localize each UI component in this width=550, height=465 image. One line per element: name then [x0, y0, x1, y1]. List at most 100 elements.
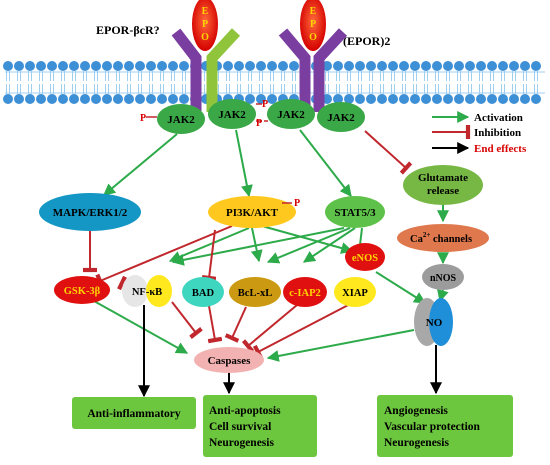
phospho-groups — [146, 103, 268, 122]
svg-text:STAT5/3: STAT5/3 — [334, 207, 376, 219]
lipid-head — [36, 61, 46, 71]
svg-text:JAK2: JAK2 — [218, 109, 246, 121]
lipid-head — [267, 61, 277, 71]
svg-text:Vascular protection: Vascular protection — [384, 421, 481, 433]
lipid-head — [487, 61, 497, 71]
nnos-node: nNOS — [422, 264, 464, 290]
outcome-angiogenesis: Angiogenesis Vascular protection Neuroge… — [377, 395, 513, 457]
epo-ligand-right: E P O — [300, 0, 326, 51]
phospho-label: P — [294, 198, 300, 209]
lipid-head — [531, 61, 541, 71]
epo-letter: O — [309, 32, 317, 43]
lipid-head — [102, 94, 112, 104]
lipid-head — [333, 94, 343, 104]
lipid-head — [443, 94, 453, 104]
lipid-head — [476, 61, 486, 71]
bad-node: BAD — [182, 277, 224, 307]
lipid-head — [58, 61, 68, 71]
nf-kb-node: NF-κB — [122, 275, 172, 307]
lipid-head — [355, 94, 365, 104]
lipid-head — [124, 61, 134, 71]
activation-arrows — [84, 129, 449, 362]
lipid-head — [432, 94, 442, 104]
svg-text:Angiogenesis: Angiogenesis — [384, 405, 448, 417]
lipid-head — [410, 94, 420, 104]
lipid-head — [157, 94, 167, 104]
lipid-head — [454, 94, 464, 104]
outcome-anti-inflammatory: Anti-inflammatory — [72, 397, 196, 429]
lipid-head — [91, 61, 101, 71]
lipid-head — [333, 61, 343, 71]
lipid-head — [498, 94, 508, 104]
lipid-head — [113, 61, 123, 71]
receptor-right — [278, 28, 348, 112]
lipid-head — [487, 94, 497, 104]
glutamate-release-node: Glutamate release — [403, 165, 483, 205]
lipid-head — [465, 61, 475, 71]
epo-letter: P — [310, 19, 316, 30]
xiap-node: XIAP — [334, 277, 376, 307]
stat-node: STAT5/3 — [325, 196, 385, 228]
receptor-left — [171, 28, 241, 112]
lipid-head — [113, 94, 123, 104]
lipid-head — [168, 61, 178, 71]
jak2-node: JAK2 — [267, 99, 315, 129]
phospho-label: P — [256, 118, 262, 129]
legend-end-effects: End effects — [474, 143, 527, 155]
lipid-head — [179, 61, 189, 71]
lipid-head — [168, 94, 178, 104]
lipid-head — [454, 61, 464, 71]
svg-text:NO: NO — [426, 317, 443, 329]
lipid-head — [14, 61, 24, 71]
svg-text:BcL-xL: BcL-xL — [238, 288, 272, 299]
lipid-head — [25, 61, 35, 71]
lipid-head — [465, 94, 475, 104]
cell-membrane — [3, 61, 545, 104]
lipid-head — [432, 61, 442, 71]
jak2-node: JAK2 — [208, 99, 256, 129]
svg-text:BAD: BAD — [192, 288, 215, 299]
legend-inhibition: Inhibition — [474, 127, 521, 139]
lipid-head — [421, 94, 431, 104]
svg-text:NF-κB: NF-κB — [132, 287, 162, 298]
lipid-head — [509, 61, 519, 71]
svg-text:JAK2: JAK2 — [277, 109, 305, 121]
lipid-head — [388, 94, 398, 104]
svg-text:c-IAP2: c-IAP2 — [289, 288, 321, 299]
svg-text:Ca2+ channels: Ca2+ channels — [410, 231, 472, 245]
pi3k-akt-node: PI3K/AKT — [208, 196, 296, 228]
lipid-head — [443, 61, 453, 71]
enos-node: eNOS — [345, 243, 385, 271]
svg-text:JAK2: JAK2 — [327, 112, 355, 124]
lipid-head — [146, 61, 156, 71]
lipid-head — [366, 61, 376, 71]
bcl-xl-node: BcL-xL — [229, 277, 281, 307]
receptor-left-label: EPOR-βcR? — [96, 23, 160, 37]
lipid-head — [69, 94, 79, 104]
lipid-head — [36, 94, 46, 104]
caspases-node: Caspases — [194, 347, 264, 373]
lipid-head — [25, 94, 35, 104]
lipid-head — [223, 61, 233, 71]
lipid-head — [344, 61, 354, 71]
mapk-erk-node: MAPK/ERK1/2 — [39, 193, 141, 231]
epo-ligand-left: E P O — [192, 0, 218, 51]
phospho-label: P — [140, 113, 146, 124]
lipid-head — [14, 94, 24, 104]
lipid-head — [245, 94, 255, 104]
lipid-head — [256, 94, 266, 104]
lipid-head — [3, 61, 13, 71]
lipid-head — [476, 94, 486, 104]
svg-text:Neurogenesis: Neurogenesis — [384, 437, 449, 449]
lipid-head — [256, 61, 266, 71]
ca-channels-node: Ca2+ channels — [397, 224, 489, 252]
phospho-label: P — [262, 99, 268, 110]
lipid-head — [520, 61, 530, 71]
jak2-node: JAK2 — [317, 102, 365, 132]
lipid-head — [388, 61, 398, 71]
epo-letter: E — [310, 6, 317, 17]
lipid-head — [344, 94, 354, 104]
lipid-head — [179, 94, 189, 104]
lipid-head — [267, 94, 277, 104]
